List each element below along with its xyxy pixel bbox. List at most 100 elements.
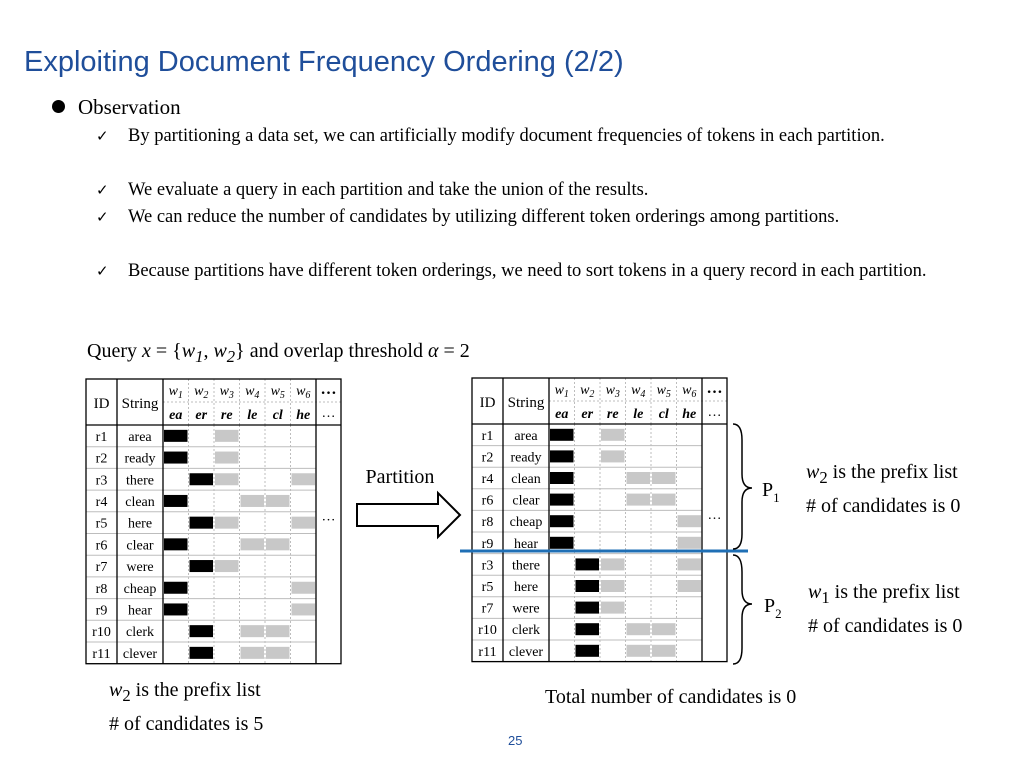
subbullet-2: ✓ We evaluate a query in each partition … xyxy=(96,177,938,204)
right-table-suffix-token-mark xyxy=(652,623,676,636)
subbullet-1: ✓ By partitioning a data set, we can art… xyxy=(96,123,938,150)
right-table-header-gram: er xyxy=(581,407,593,422)
left-table-cell-id: r4 xyxy=(96,495,108,510)
right-table-cell-id: r6 xyxy=(482,494,494,509)
right-table-suffix-token-mark xyxy=(601,580,625,592)
right-table-suffix-token-mark xyxy=(652,472,676,484)
right-table-suffix-token-mark xyxy=(601,428,625,441)
right-table-cell-id: r1 xyxy=(482,429,494,444)
right-table-header-word: w1 xyxy=(555,383,569,400)
left-table-prefix-token-mark xyxy=(164,451,188,464)
left-table-ellipsis: … xyxy=(322,509,336,524)
left-table-header-word: w6 xyxy=(296,384,310,401)
left-table-cell-string: here xyxy=(128,517,152,532)
right-table-suffix-token-mark xyxy=(626,493,650,506)
right-table-prefix-token-mark xyxy=(550,472,574,484)
left-table-header-gram: cl xyxy=(273,408,283,423)
left-table-prefix-token-mark xyxy=(164,603,188,616)
left-table-prefix-token-mark xyxy=(189,516,213,529)
left-table-header-gram: le xyxy=(247,408,257,423)
checkmark-icon: ✓ xyxy=(96,127,109,145)
right-table-prefix-token-mark xyxy=(575,580,599,592)
right-table-cell-string: hear xyxy=(514,537,538,552)
left-table-suffix-token-mark xyxy=(291,516,315,529)
left-table-suffix-token-mark xyxy=(215,516,239,529)
left-table-cell-id: r6 xyxy=(96,538,108,553)
left-table-border xyxy=(85,378,342,665)
left-table-cell-string: clear xyxy=(126,538,154,553)
left-table-header-gram: re xyxy=(221,408,233,423)
right-table-header-id: ID xyxy=(480,395,496,411)
left-table-cell-id: r9 xyxy=(96,603,108,618)
right-table-cell-id: r5 xyxy=(482,580,494,595)
right-table-cell-string: clean xyxy=(511,472,541,487)
right-table-cell-string: ready xyxy=(510,450,541,465)
left-table-header-word: w5 xyxy=(271,384,285,401)
left-table-suffix-token-mark xyxy=(266,494,290,507)
left-table-prefix-token-mark xyxy=(189,646,213,659)
right-table-cell-string: there xyxy=(512,558,540,573)
left-table-prefix-token-mark xyxy=(164,494,188,507)
right-table-prefix-token-mark xyxy=(575,623,599,636)
left-table-cell-id: r11 xyxy=(92,647,110,662)
left-table-cell-string: hear xyxy=(128,603,152,618)
right-table-cell-id: r7 xyxy=(482,602,494,617)
right-table-header-more: … xyxy=(708,405,722,420)
right-table-header-word: w4 xyxy=(631,383,645,400)
left-table-header-more: … xyxy=(321,381,337,398)
right-table-prefix-token-mark xyxy=(550,450,574,463)
right-table-prefix-token-mark xyxy=(550,515,574,528)
right-table-cell-id: r9 xyxy=(482,537,494,552)
brace-p2-icon xyxy=(732,554,753,665)
left-table-header-id: ID xyxy=(94,396,110,412)
right-table-header-word: w6 xyxy=(682,383,696,400)
subbullet-text: We can reduce the number of candidates b… xyxy=(128,207,840,227)
subbullet-text: Because partitions have different token … xyxy=(128,261,927,281)
right-table-suffix-token-mark xyxy=(677,536,701,549)
subbullet-text: By partitioning a data set, we can artif… xyxy=(128,126,885,146)
right-table-header-gram: cl xyxy=(659,407,669,422)
right-table-suffix-token-mark xyxy=(652,644,676,657)
left-table-header-gram: er xyxy=(195,408,207,423)
left-table-suffix-token-mark xyxy=(215,560,239,573)
left-table-cell-string: area xyxy=(128,430,152,445)
right-table-header-gram: he xyxy=(682,407,696,422)
right-table-prefix-token-mark xyxy=(575,558,599,571)
left-table-suffix-token-mark xyxy=(266,625,290,638)
left-table-suffix-token-mark xyxy=(291,473,315,486)
left-table-prefix-token-mark xyxy=(164,538,188,551)
checkmark-icon: ✓ xyxy=(96,208,109,226)
left-table-cell-id: r10 xyxy=(92,625,111,640)
right-table-prefix-token-mark xyxy=(550,428,574,441)
partition-2-caption: w1 is the prefix list # of candidates is… xyxy=(808,581,963,637)
right-table-suffix-token-mark xyxy=(601,558,625,571)
right-table-suffix-token-mark xyxy=(677,558,701,571)
left-table-prefix-token-mark xyxy=(189,625,213,638)
left-table-cell-string: cheap xyxy=(124,582,157,597)
left-table-suffix-token-mark xyxy=(266,538,290,551)
left-table-cell-id: r5 xyxy=(96,517,108,532)
partition-1-caption: w2 is the prefix list # of candidates is… xyxy=(806,461,961,517)
left-table-header-word: w4 xyxy=(245,384,259,401)
right-table-header-gram: le xyxy=(633,407,643,422)
checkmark-icon: ✓ xyxy=(96,181,109,199)
subbullet-3: ✓ We can reduce the number of candidates… xyxy=(96,204,938,231)
left-table-prefix-token-mark xyxy=(189,560,213,573)
right-table-cell-id: r4 xyxy=(482,472,494,487)
left-table-header-gram: he xyxy=(296,408,310,423)
right-table-suffix-token-mark xyxy=(601,601,625,614)
left-table-prefix-token-mark xyxy=(189,473,213,486)
left-table-suffix-token-mark xyxy=(266,646,290,659)
left-table-suffix-token-mark xyxy=(291,581,315,594)
right-table-header-string: String xyxy=(508,395,545,411)
left-table-cell-string: ready xyxy=(124,452,155,467)
right-table-border xyxy=(471,377,728,663)
right-table-header-gram: re xyxy=(607,407,619,422)
right-table-cell-string: cheap xyxy=(510,515,543,530)
left-table-cell-id: r1 xyxy=(96,430,108,445)
left-table-header-word: w2 xyxy=(194,384,208,401)
left-table-caption: w2 is the prefix list # of candidates is… xyxy=(109,679,264,735)
